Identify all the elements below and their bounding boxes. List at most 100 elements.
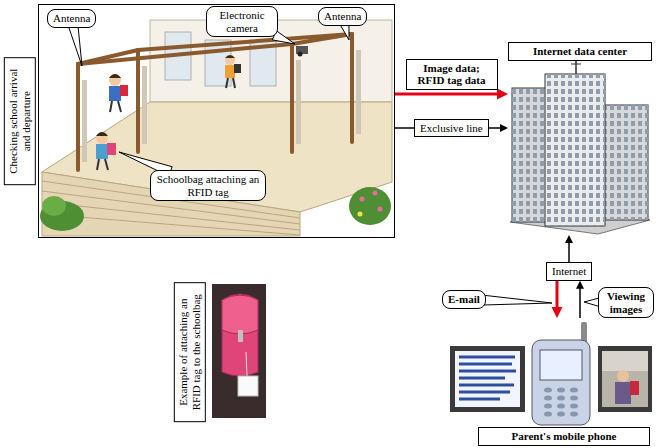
phone-key [570,412,578,417]
bag-flap [222,295,258,334]
connector [552,281,563,318]
callout-tail [68,23,82,66]
callout-bubble: Antenna [47,9,96,28]
phone-key [544,404,552,409]
connector-line [568,242,570,262]
screen-frame [598,346,652,412]
box-text: Antenna [324,10,361,23]
edge-label: Exclusive line [414,119,489,138]
box-text: Electronic camera [212,9,272,34]
screen-display [602,351,648,407]
photo-wall [602,351,648,371]
phone-body [532,340,590,425]
child-head [96,132,108,144]
child-body [109,86,121,101]
arrowhead [552,307,563,318]
screen-display [455,351,520,407]
child-body [96,144,108,159]
photo-child-head [617,370,629,382]
box-text: Antenna [53,12,90,25]
bush [349,187,391,225]
connector-line [395,93,498,96]
phone-key [544,396,552,401]
flower [360,197,365,202]
email-screenshot [450,346,525,412]
phone-key [544,388,552,393]
gate-post [136,50,140,152]
arrowhead [500,124,508,132]
child-bag [120,85,128,96]
screen-frame [450,346,525,412]
image-screenshot [598,346,652,412]
callout-bubble: Electronic camera [206,6,278,37]
building-tower [545,74,605,226]
edge-label: Image data; RFID tag data [406,59,498,90]
child-figure [109,74,128,112]
flower [373,191,378,196]
label-box: Internet [546,262,592,281]
gate-frame [78,34,352,170]
bush [42,196,66,216]
school-scene [40,20,392,236]
child-bag [107,143,116,155]
message-lines [459,357,516,399]
box-text: Viewing images [604,290,648,315]
child-hair [96,132,108,136]
antenna-panel [296,60,301,144]
child-figure [225,55,241,88]
photo-child-body [615,382,631,404]
building-windows [545,74,605,226]
roof-antenna [571,64,581,65]
connector-line [556,281,559,308]
child-head [225,55,235,65]
child-body [225,65,235,78]
child-figure [96,132,116,170]
bag-clasp [238,330,243,342]
roof-antenna [575,60,577,74]
heading-box: Internet data center [508,42,652,61]
child-legs [97,159,108,170]
photo-child-bag [630,381,639,395]
node-area: Parent's mobile phone [478,318,650,446]
arrowhead [565,235,573,243]
antenna-panel [356,50,361,134]
phone-key [570,388,578,393]
camera-lens [298,52,303,57]
phone-keypad [544,388,578,417]
child-legs [110,101,121,112]
box-text: Schoolbag attaching an RFID tag [156,173,260,198]
box-text: Internet [552,265,586,278]
heading-box: Parent's mobile phone [478,427,650,446]
callout-bubble: E-mail [442,290,486,309]
connector [395,89,508,100]
connector [576,281,584,318]
photo-ground [212,284,266,418]
child-legs [226,78,235,88]
flower [358,212,363,217]
side-heading: Checking school arrival and departure [4,57,36,185]
phone-key [557,388,565,393]
schoolbag [222,294,258,376]
scene-frame: Checking school arrival and departureAnt… [38,4,395,238]
child-hair [109,74,121,78]
tag-string [246,352,247,376]
box-text: E-mail [448,293,480,306]
phone-key [570,404,578,409]
connector [565,235,573,262]
phone-key [544,412,552,417]
bag-photo [212,284,266,418]
rfid-tag [238,376,258,396]
gate-post [290,44,294,152]
phone-display [540,350,582,380]
gate-post [76,64,80,170]
arrowhead [497,89,508,100]
child-hair [225,55,235,58]
connector-line [579,288,581,318]
photo-caption: Example of attaching an RFID tag to the … [174,282,206,422]
mobile-phone [532,322,590,425]
data-center-building [510,60,650,234]
callout-bubble: Viewing images [598,287,654,318]
